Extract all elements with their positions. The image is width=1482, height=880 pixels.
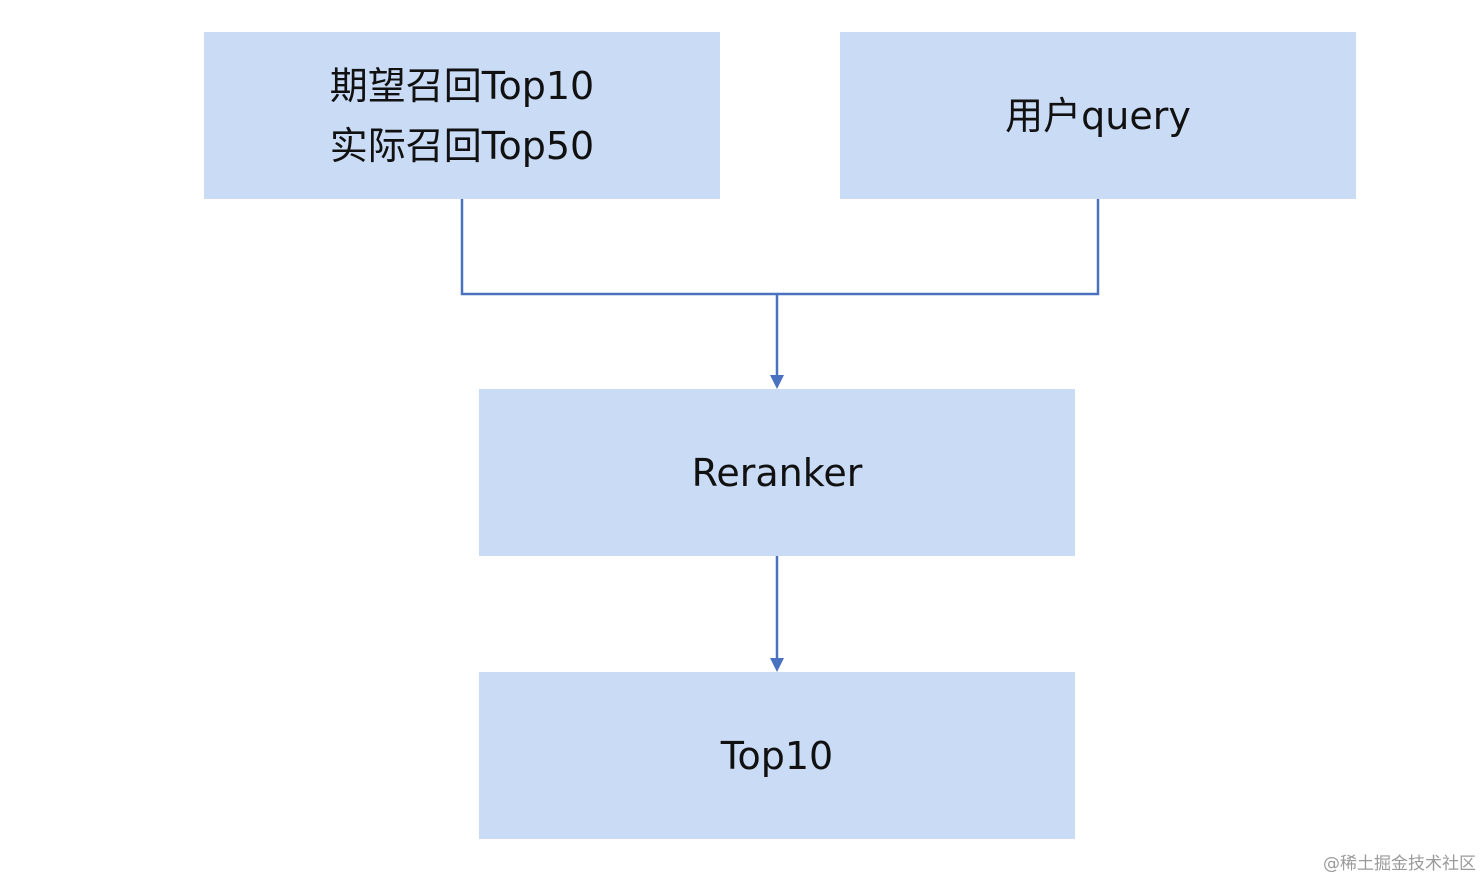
arrowhead-top10-icon: [770, 658, 784, 672]
recall-expected-label: 期望召回Top10: [329, 63, 595, 108]
user-query-label: 用户query: [1005, 93, 1191, 138]
top10-node: Top10: [479, 672, 1075, 839]
recall-node: 期望召回Top10 实际召回Top50: [204, 32, 720, 199]
recall-actual-label: 实际召回Top50: [329, 123, 595, 168]
reranker-node: Reranker: [479, 389, 1075, 556]
connector-query-to-merge: [777, 199, 1100, 296]
top10-label: Top10: [720, 733, 834, 778]
arrowhead-reranker-icon: [770, 375, 784, 389]
watermark: @稀土掘金技术社区: [1323, 854, 1476, 874]
reranker-label: Reranker: [691, 450, 863, 495]
connector-recall-to-merge: [460, 199, 777, 296]
user-query-node: 用户query: [840, 32, 1356, 199]
